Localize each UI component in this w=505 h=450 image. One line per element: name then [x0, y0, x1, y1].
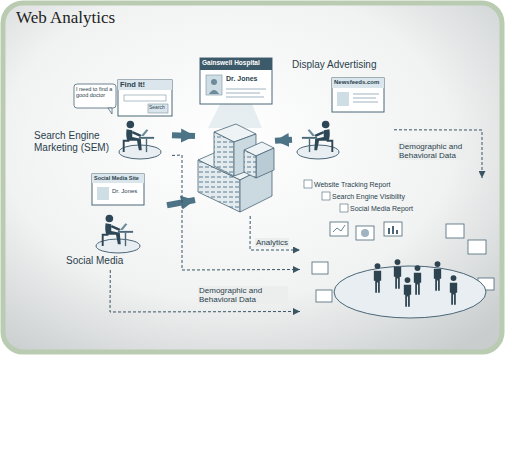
text-slot: Demographic and Behavioral Data — [398, 142, 472, 162]
edge-label: Demographic and Behavioral Data — [398, 142, 472, 160]
screen-text: I need to find a good doctor — [76, 86, 116, 99]
node-text: Social Media — [66, 255, 156, 267]
text-slot: Demographic and Behavioral Data — [198, 286, 288, 306]
social-station: Social Media — [62, 172, 167, 270]
flow-arrow — [167, 200, 195, 205]
edge-label: Demographic and Behavioral Data — [198, 286, 288, 304]
text-slot: Newsfeeds.com — [334, 79, 382, 86]
hospital: Gainswell HospitalDr. Jones — [195, 56, 275, 216]
edge-label: Analytics — [255, 238, 289, 247]
text-slot: I need to find a good doctor — [76, 86, 116, 99]
node-text: Display Advertising — [292, 59, 392, 71]
node-text: Website Tracking Report — [314, 181, 424, 189]
node-text: Search Engine Visibility — [332, 193, 442, 201]
node-text: Social Media Report — [350, 205, 460, 213]
node-text: Search Engine Marketing (SEM) — [34, 130, 120, 153]
screen-text: Dr. Jones — [112, 188, 144, 195]
data-flow-line — [172, 155, 300, 270]
text-slot: Search Engine Visibility — [332, 193, 442, 201]
text-slot: Web Analytics — [16, 8, 216, 28]
text-slot: Dr. Jones — [226, 75, 272, 83]
display-station: Display Advertising — [292, 55, 394, 165]
text-slot: Website Tracking Report — [314, 181, 424, 189]
text-slot: Find It! — [120, 81, 170, 90]
text-slot: Social Media Report — [350, 205, 460, 213]
screen-text: Find It! — [120, 81, 170, 90]
screen-text: Search — [149, 105, 168, 111]
text-slot: Gainswell Hospital — [202, 59, 272, 66]
data-flow-line — [110, 270, 300, 312]
data-flow-line — [250, 216, 300, 250]
node-text: Dr. Jones — [226, 75, 272, 83]
text-slot: Search Engine Marketing (SEM) — [34, 130, 120, 153]
text-slot: Search — [149, 105, 168, 111]
node-text: Gainswell Hospital — [202, 59, 272, 66]
flow-arrow — [172, 132, 195, 139]
text-slot: Social Media — [66, 255, 156, 267]
text-slot: Analytics — [255, 231, 315, 249]
screen-text: Social Media Site — [94, 175, 142, 181]
flow-arrow — [275, 140, 292, 141]
text-slot: Display Advertising — [292, 59, 392, 71]
diagram-title: Web Analytics — [16, 8, 216, 28]
text-slot: Dr. Jones — [112, 188, 144, 195]
data-flow-line — [394, 130, 482, 178]
text-slot: Social Media Site — [94, 175, 142, 181]
analytics-team: Website Tracking ReportSearch Engine Vis… — [300, 178, 500, 328]
screen-text: Newsfeeds.com — [334, 79, 382, 86]
